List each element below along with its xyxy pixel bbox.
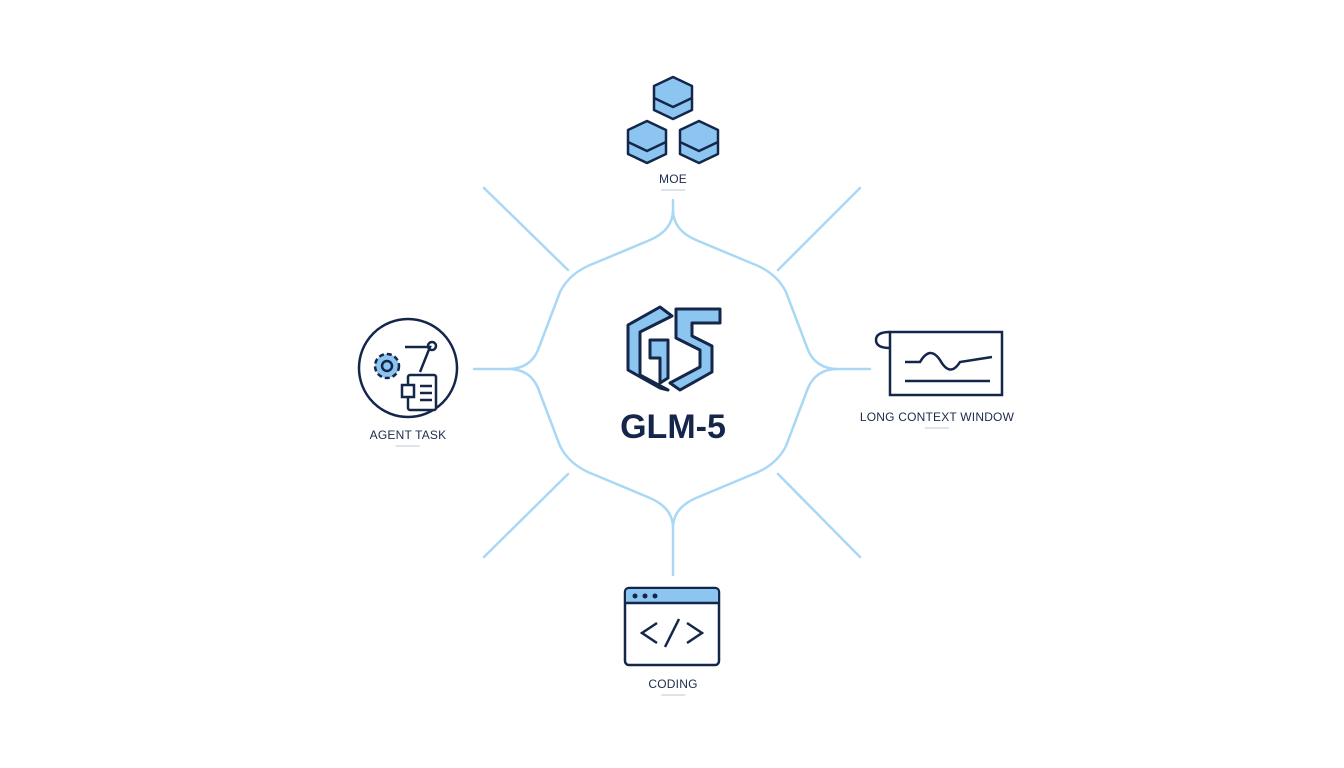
long-context-scroll-icon bbox=[874, 330, 1004, 397]
glm5-logo-icon bbox=[626, 305, 722, 392]
node-label-agent-task: AGENT TASK bbox=[370, 428, 447, 447]
agent-task-icon bbox=[357, 317, 459, 419]
connector-web bbox=[472, 186, 872, 577]
node-label-coding: CODING bbox=[648, 677, 697, 696]
center-title: GLM-5 bbox=[620, 408, 726, 446]
coding-window-icon bbox=[623, 586, 721, 667]
moe-cubes-icon bbox=[626, 75, 720, 165]
node-label-long-context: LONG CONTEXT WINDOW bbox=[860, 410, 1014, 429]
node-label-moe: MOE bbox=[659, 172, 687, 191]
